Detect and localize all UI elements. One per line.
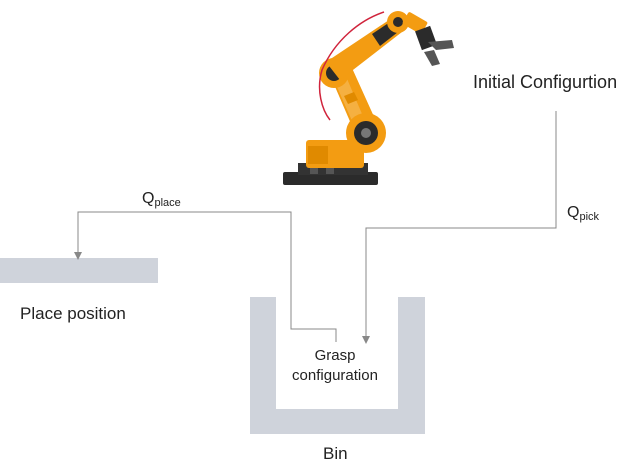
q-place-subscript: place bbox=[154, 197, 181, 209]
q-place-label: Qplace bbox=[142, 190, 181, 209]
q-place-symbol: Q bbox=[142, 190, 155, 207]
q-pick-label: Qpick bbox=[567, 204, 599, 223]
place-position-shape bbox=[0, 258, 158, 283]
q-pick-symbol: Q bbox=[567, 204, 580, 221]
bin-shape bbox=[250, 297, 425, 434]
grasp-label-line2: configuration bbox=[292, 367, 378, 384]
grasp-config-label: Grasp configuration bbox=[280, 346, 390, 386]
initial-config-label: Initial Configurtion bbox=[473, 72, 618, 92]
grasp-label-line1: Grasp bbox=[314, 347, 356, 364]
q-pick-subscript: pick bbox=[579, 211, 600, 223]
bin-label: Bin bbox=[323, 444, 348, 463]
q-pick-path bbox=[362, 111, 557, 344]
q-place-path bbox=[74, 211, 337, 342]
place-position-label: Place position bbox=[20, 304, 126, 323]
robot-arm-icon bbox=[283, 11, 454, 185]
